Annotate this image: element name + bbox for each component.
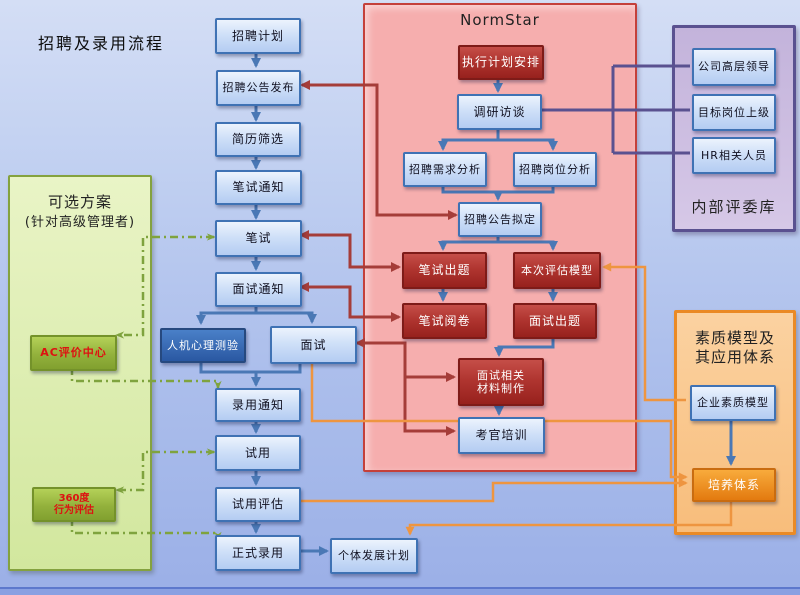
panel-normstar-title: NormStar (460, 11, 540, 29)
node-training-system: 培养体系 (692, 468, 776, 502)
arrow-iq-to-materials (494, 335, 555, 357)
link-draft-announce (300, 80, 458, 220)
arrow-research-to-position (498, 138, 558, 151)
node-probation: 试用 (215, 435, 301, 471)
node-interview: 面试 (270, 326, 357, 364)
line-research-to-committee (540, 64, 690, 155)
link-interview-to-training-system (310, 361, 688, 482)
node-resume-screen: 简历筛选 (215, 122, 301, 157)
node-research-interview: 调研访谈 (457, 94, 542, 130)
node-target-superior: 目标岗位上级 (692, 94, 776, 131)
purple-committee-lines (540, 64, 690, 155)
link-interviewnotice-grading (299, 282, 401, 322)
node-announce-draft: 招聘公告拟定 (458, 202, 542, 237)
node-written-notice: 笔试通知 (215, 170, 302, 205)
node-interview-notice: 面试通知 (215, 272, 302, 307)
panel-quality-title-line1: 素质模型及 (694, 329, 775, 347)
node-probation-eval: 试用评估 (215, 487, 301, 522)
node-written-test: 笔试 (215, 220, 302, 257)
bottom-edge-band (0, 587, 800, 595)
node-announce-publish: 招聘公告发布 (216, 70, 301, 106)
node-360-behavior-eval: 360度 行为评估 (32, 487, 116, 522)
red-link-arrows (299, 80, 458, 436)
node-written-grading: 笔试阅卷 (402, 303, 487, 339)
node-recruit-plan: 招聘计划 (215, 18, 301, 54)
orange-link-arrows (299, 262, 733, 536)
node-interview-questions: 面试出题 (513, 303, 597, 339)
arrow-interview-notice-to-interview (256, 311, 317, 324)
node-psych-test: 人机心理测验 (160, 328, 246, 363)
link-interview-examiner-training (355, 338, 456, 436)
link-written-to-ac-center (115, 233, 216, 339)
node-eval-model: 本次评估模型 (513, 252, 601, 289)
panel-optional-title-line1: 可选方案 (47, 193, 112, 211)
arrow-draft-to-written-questions (438, 233, 500, 251)
link-probation-eval-to-training-system (299, 478, 688, 503)
node-demand-analysis: 招聘需求分析 (403, 152, 487, 187)
link-ac-to-offer-notice (70, 367, 222, 390)
node-competency-model: 企业素质模型 (690, 385, 776, 421)
line-interview-merge (256, 360, 302, 374)
node-exec-leader: 公司高层领导 (692, 48, 776, 86)
node-position-analysis: 招聘岗位分析 (513, 152, 597, 187)
node-personal-dev-plan: 个体发展计划 (330, 538, 418, 574)
panel-quality-title-line2: 其应用体系 (694, 348, 775, 366)
page-title: 招聘及录用流程 (38, 34, 165, 53)
link-probation-to-360 (115, 448, 216, 494)
node-interview-materials: 面试相关 材料制作 (458, 358, 544, 406)
node-hr-staff: HR相关人员 (692, 137, 776, 174)
panel-optional-title-line2: (针对高级管理者) (24, 215, 136, 230)
arrow-draft-to-eval-model (498, 240, 558, 251)
link-written-questions (299, 230, 401, 272)
panel-committee-title: 内部评委库 (691, 198, 777, 216)
node-written-questions: 笔试出题 (402, 252, 487, 289)
node-examiner-training: 考官培训 (458, 417, 545, 454)
link-competency-to-eval-model (602, 262, 686, 402)
node-exec-plan: 执行计划安排 (458, 45, 544, 80)
node-ac-center: AC评价中心 (30, 335, 117, 371)
node-offer-notice: 录用通知 (215, 388, 301, 422)
link-training-system-to-idp (405, 498, 733, 536)
node-formal-hire: 正式录用 (215, 535, 301, 571)
